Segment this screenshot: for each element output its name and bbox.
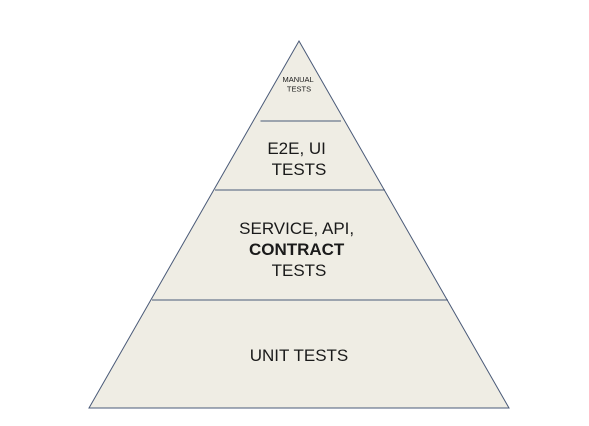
tier-label-line: TESTS — [272, 160, 327, 179]
tier-label-e2e-ui-tests: E2E, UI TESTS — [267, 139, 330, 179]
tier-label-line: E2E, UI — [267, 139, 326, 158]
tier-label-line: TESTS — [287, 85, 311, 94]
pyramid-body — [88, 39, 510, 409]
tier-label-unit-tests: UNIT TESTS — [250, 346, 349, 365]
tier-label-line: TESTS — [272, 261, 327, 280]
tier-label-line: SERVICE, API, — [239, 219, 354, 238]
tier-label-line: MANUAL — [282, 75, 313, 84]
tier-label-line: UNIT TESTS — [250, 346, 349, 365]
tier-label-manual-tests: MANUAL TESTS — [282, 75, 315, 94]
tier-label-line-bold: CONTRACT — [249, 240, 345, 259]
tier-label-service-api-contract-tests: SERVICE, API, CONTRACT TESTS — [239, 219, 359, 280]
